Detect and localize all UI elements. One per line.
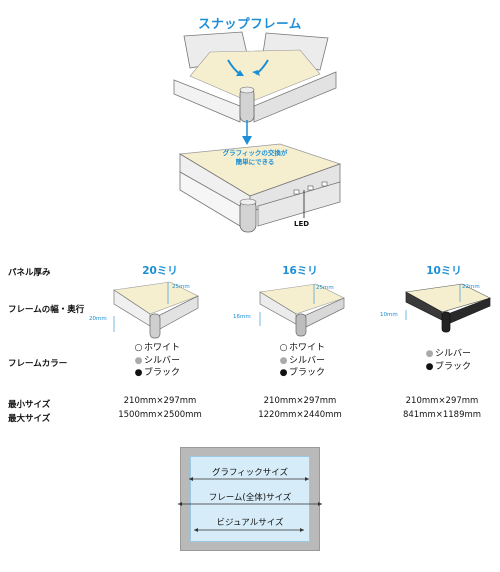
row-label-max-size: 最大サイズ xyxy=(8,414,51,424)
color-name: ブラック xyxy=(144,368,181,378)
dim-width-16mm: 16mm xyxy=(233,314,251,320)
color-dot-icon: ● xyxy=(134,355,143,366)
sizes-20mm: 210mm×297mm 1500mm×2500mm xyxy=(100,394,220,422)
colors-10mm: ●シルバー ●ブラック xyxy=(425,348,471,373)
callout-text: グラフィックの交換が 簡単にできる xyxy=(200,149,310,167)
thickness-20mm: 20ミリ xyxy=(142,265,178,277)
color-item: ●ブラック xyxy=(134,367,180,380)
frame-profile-20mm xyxy=(113,281,199,339)
max-size-value: 1500mm×2500mm xyxy=(118,410,202,420)
row-label-frame-width-depth: フレームの幅・奥行 xyxy=(8,305,85,315)
color-item: ●ブラック xyxy=(279,367,325,380)
snap-frame-closed-illustration xyxy=(178,143,342,233)
max-size-value: 841mm×1189mm xyxy=(402,410,482,420)
size-diagram-dimension-lines xyxy=(178,477,322,532)
size-diagram xyxy=(180,447,320,551)
thickness-16mm: 16ミリ xyxy=(282,265,318,277)
color-dot-icon: ● xyxy=(425,361,434,372)
color-dot-icon: ● xyxy=(279,355,288,366)
visual-area xyxy=(190,456,310,542)
color-name: シルバー xyxy=(289,355,326,366)
color-name: ホワイト xyxy=(144,343,181,353)
color-name: ブラック xyxy=(435,361,472,372)
min-size-value: 210mm×297mm xyxy=(263,396,337,406)
dim-depth-20mm: 25mm xyxy=(172,284,190,290)
dim-depth-10mm: 22mm xyxy=(462,284,480,290)
callout-line-2: 簡単にできる xyxy=(235,158,275,166)
min-size-value: 210mm×297mm xyxy=(405,396,479,406)
frame-profile-16mm xyxy=(259,283,345,337)
row-label-panel-thickness: パネル厚み xyxy=(8,268,51,278)
page-title: スナップフレーム xyxy=(198,16,302,31)
row-label-frame-color: フレームカラー xyxy=(8,359,68,369)
down-arrow-icon xyxy=(242,120,252,145)
color-item: ○ホワイト xyxy=(134,342,180,355)
thickness-10mm: 10ミリ xyxy=(426,265,462,277)
sizes-10mm: 210mm×297mm 841mm×1189mm xyxy=(382,394,500,422)
colors-20mm: ○ホワイト ●シルバー ●ブラック xyxy=(134,342,180,380)
min-size-value: 210mm×297mm xyxy=(123,396,197,406)
color-item: ●シルバー xyxy=(425,348,471,361)
frame-profile-10mm xyxy=(405,283,491,333)
color-dot-icon: ● xyxy=(134,368,143,378)
colors-16mm: ○ホワイト ●シルバー ●ブラック xyxy=(279,342,325,380)
max-size-value: 1220mm×2440mm xyxy=(258,410,342,420)
color-name: ブラック xyxy=(289,368,326,378)
dim-width-10mm: 10mm xyxy=(380,312,398,318)
color-dot-icon: ● xyxy=(425,349,434,359)
row-label-min-size: 最小サイズ xyxy=(8,400,51,410)
graphic-size-label: グラフィックサイズ xyxy=(211,468,289,478)
dim-depth-16mm: 25mm xyxy=(316,285,334,291)
color-dot-icon: ○ xyxy=(134,343,143,353)
visual-size-label: ビジュアルサイズ xyxy=(216,518,284,528)
color-item: ●シルバー xyxy=(134,355,180,368)
color-item: ○ホワイト xyxy=(279,342,325,355)
color-name: シルバー xyxy=(435,349,472,359)
snap-frame-open-illustration xyxy=(173,31,337,123)
callout-line-1: グラフィックの交換が xyxy=(222,149,288,157)
color-dot-icon: ○ xyxy=(279,343,288,353)
color-item: ●シルバー xyxy=(279,355,325,368)
dim-width-20mm: 20mm xyxy=(89,316,107,322)
color-dot-icon: ● xyxy=(279,368,288,378)
frame-size-label: フレーム(全体)サイズ xyxy=(208,493,292,503)
color-name: シルバー xyxy=(144,355,181,366)
led-label: LED xyxy=(294,220,310,228)
color-name: ホワイト xyxy=(289,343,326,353)
sizes-16mm: 210mm×297mm 1220mm×2440mm xyxy=(240,394,360,422)
color-item: ●ブラック xyxy=(425,361,471,374)
